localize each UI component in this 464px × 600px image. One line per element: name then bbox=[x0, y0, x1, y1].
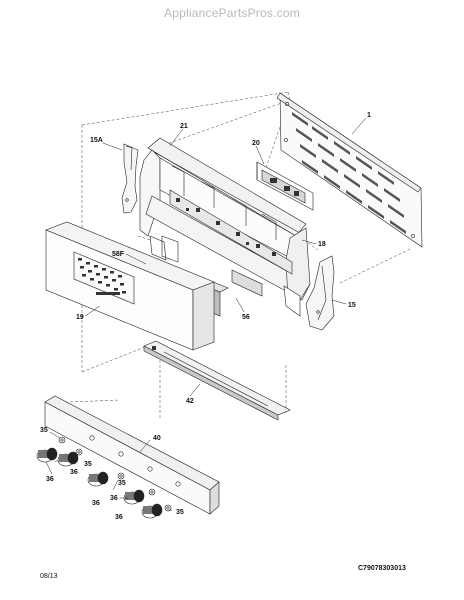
knob-icon bbox=[36, 447, 58, 463]
clip-icon bbox=[148, 488, 156, 496]
callout-1: 1 bbox=[367, 112, 371, 119]
callout-58f: 58F bbox=[112, 251, 125, 258]
callout-42: 42 bbox=[186, 398, 194, 405]
knob-icon bbox=[123, 489, 145, 505]
clip-icon bbox=[75, 448, 83, 456]
control-panel-glass bbox=[45, 221, 215, 351]
callout-40: 40 bbox=[153, 435, 161, 442]
callout-labels: 1 15A 21 20 18 58F 19 56 15 42 40 35 35 … bbox=[40, 112, 371, 521]
callout-36: 36 bbox=[70, 469, 78, 476]
clip-icon bbox=[164, 504, 172, 512]
clip-icon bbox=[58, 436, 66, 444]
callout-36: 36 bbox=[115, 514, 123, 521]
callout-36: 36 bbox=[46, 476, 54, 483]
right-side-trim bbox=[305, 255, 335, 331]
bottom-trim bbox=[143, 340, 291, 421]
callout-35: 35 bbox=[40, 427, 48, 434]
leader-lines bbox=[45, 117, 367, 512]
callout-35: 35 bbox=[176, 509, 184, 516]
knob-icon bbox=[87, 471, 109, 487]
callout-21: 21 bbox=[180, 123, 188, 130]
callout-18: 18 bbox=[318, 241, 326, 248]
watermark: AppliancePartsPros.com bbox=[164, 6, 300, 20]
callout-35: 35 bbox=[118, 480, 126, 487]
clip-icon bbox=[117, 472, 125, 480]
left-side-trim bbox=[121, 143, 139, 214]
callout-36: 36 bbox=[92, 500, 100, 507]
diagram-code: C79078303013 bbox=[358, 565, 406, 572]
rear-panel bbox=[276, 92, 423, 248]
knob-icon bbox=[57, 451, 79, 467]
callout-35: 35 bbox=[84, 461, 92, 468]
date-code: 08/13 bbox=[40, 573, 58, 580]
callout-15: 15 bbox=[348, 302, 356, 309]
control-board bbox=[256, 161, 314, 211]
knob-icon bbox=[141, 503, 163, 519]
knob-manifold-panel bbox=[44, 395, 220, 515]
callout-15a: 15A bbox=[90, 137, 103, 144]
callout-36: 36 bbox=[110, 495, 118, 502]
callout-56: 56 bbox=[242, 314, 250, 321]
callout-19: 19 bbox=[76, 314, 84, 321]
backguard-frame bbox=[139, 137, 311, 317]
callout-20: 20 bbox=[252, 140, 260, 147]
alignment-lines bbox=[44, 91, 413, 420]
